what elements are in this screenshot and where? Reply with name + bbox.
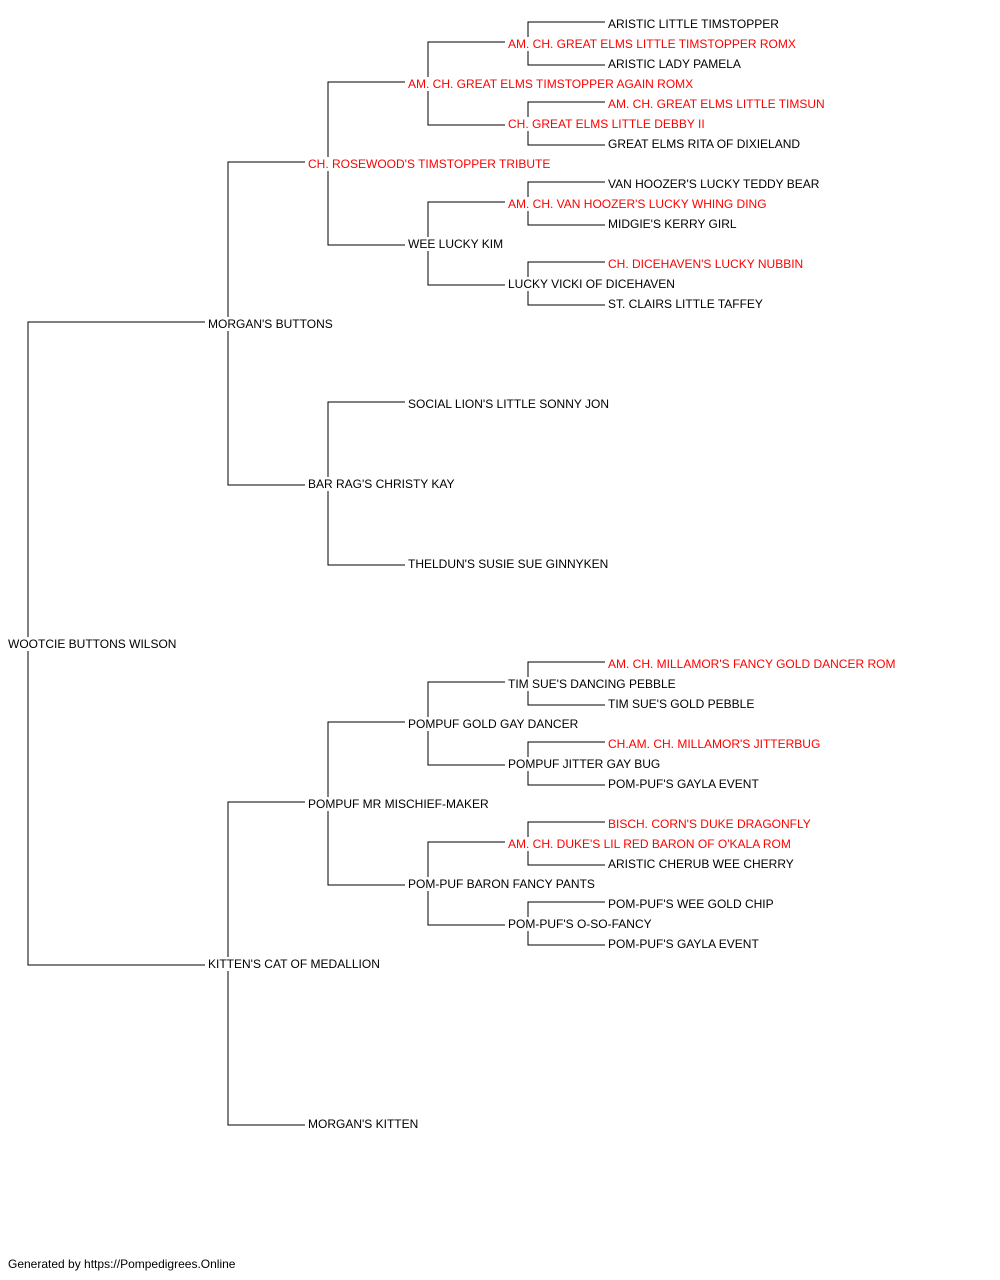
dog-name-ssdd: LUCKY VICKI OF DICEHAVEN xyxy=(508,277,676,291)
dog-name-sire: MORGAN'S BUTTONS xyxy=(208,317,334,331)
dog-name-sdd: THELDUN'S SUSIE SUE GINNYKEN xyxy=(408,557,610,571)
dog-name-ssds: AM. CH. VAN HOOZER'S LUCKY WHING DING xyxy=(508,197,768,211)
dog-name-sssds: AM. CH. GREAT ELMS LITTLE TIMSUN xyxy=(608,97,826,111)
dog-name-sss: AM. CH. GREAT ELMS TIMSTOPPER AGAIN ROMX xyxy=(408,77,695,91)
dog-name-dss: POMPUF GOLD GAY DANCER xyxy=(408,717,580,731)
dog-name-ssdds: CH. DICEHAVEN'S LUCKY NUBBIN xyxy=(608,257,805,271)
dog-name-dsdsd: ARISTIC CHERUB WEE CHERRY xyxy=(608,857,795,871)
dog-name-dsdds: POM-PUF'S WEE GOLD CHIP xyxy=(608,897,775,911)
dog-name-ssdsd: MIDGIE'S KERRY GIRL xyxy=(608,217,738,231)
dog-name-sssdd: GREAT ELMS RITA OF DIXIELAND xyxy=(608,137,802,151)
dog-name-ssddd: ST. CLAIRS LITTLE TAFFEY xyxy=(608,297,764,311)
dog-name-dssd: POMPUF JITTER GAY BUG xyxy=(508,757,662,771)
generated-by-footer: Generated by https://Pompedigrees.Online xyxy=(8,1257,236,1271)
dog-name-dam-dam: MORGAN'S KITTEN xyxy=(308,1117,420,1131)
dog-name-dsdss: BISCH. CORN'S DUKE DRAGONFLY xyxy=(608,817,812,831)
dog-name-sssss: ARISTIC LITTLE TIMSTOPPER xyxy=(608,17,780,31)
dog-name-sire-sire: CH. ROSEWOOD'S TIMSTOPPER TRIBUTE xyxy=(308,157,552,171)
dog-name-dam-sire: POMPUF MR MISCHIEF-MAKER xyxy=(308,797,490,811)
dog-name-ssssd: ARISTIC LADY PAMELA xyxy=(608,57,742,71)
dog-name-subject: WOOTCIE BUTTONS WILSON xyxy=(8,637,178,651)
dog-name-dsss: TIM SUE'S DANCING PEBBLE xyxy=(508,677,677,691)
dog-name-dssds: CH.AM. CH. MILLAMOR'S JITTERBUG xyxy=(608,737,822,751)
dog-name-sds: SOCIAL LION'S LITTLE SONNY JON xyxy=(408,397,611,411)
dog-name-sire-dam: BAR RAG'S CHRISTY KAY xyxy=(308,477,456,491)
dog-name-dssss: AM. CH. MILLAMOR'S FANCY GOLD DANCER ROM xyxy=(608,657,897,671)
dog-name-sssd: CH. GREAT ELMS LITTLE DEBBY II xyxy=(508,117,706,131)
dog-name-dsssd: TIM SUE'S GOLD PEBBLE xyxy=(608,697,756,711)
dog-name-dsds: AM. CH. DUKE'S LIL RED BARON OF O'KALA R… xyxy=(508,837,792,851)
dog-name-ssdss: VAN HOOZER'S LUCKY TEDDY BEAR xyxy=(608,177,821,191)
dog-name-dsddd: POM-PUF'S GAYLA EVENT xyxy=(608,937,760,951)
dog-name-ssss: AM. CH. GREAT ELMS LITTLE TIMSTOPPER ROM… xyxy=(508,37,797,51)
dog-name-dsdd: POM-PUF'S O-SO-FANCY xyxy=(508,917,653,931)
dog-name-dam: KITTEN'S CAT OF MEDALLION xyxy=(208,957,381,971)
dog-name-dssdd: POM-PUF'S GAYLA EVENT xyxy=(608,777,760,791)
dog-name-dsd: POM-PUF BARON FANCY PANTS xyxy=(408,877,596,891)
dog-name-ssd: WEE LUCKY KIM xyxy=(408,237,505,251)
